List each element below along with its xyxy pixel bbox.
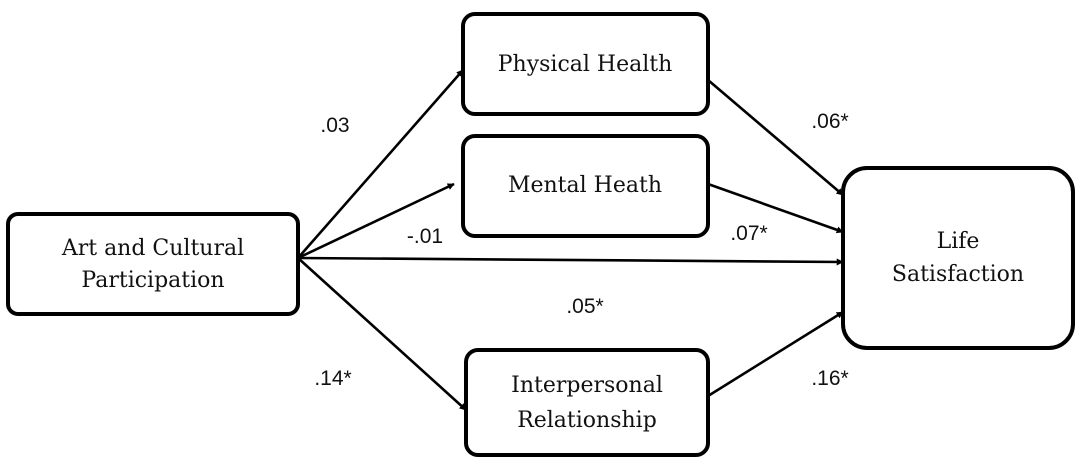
edge-label-interpersonal-life: .16* xyxy=(811,367,848,390)
node-mental-health: Mental Heath xyxy=(461,134,710,238)
node-interpersonal-line-2: Relationship xyxy=(517,408,657,433)
edge-art-to-mental xyxy=(297,182,455,260)
node-interpersonal-line-1: Interpersonal xyxy=(511,373,663,398)
node-life-line-2: Satisfaction xyxy=(892,262,1024,287)
edge-label-art-interpersonal: .14* xyxy=(314,367,351,390)
edge-mental-to-life xyxy=(707,182,844,234)
edge-label-art-physical: .03 xyxy=(320,114,349,137)
edge-physical-to-life xyxy=(707,79,844,196)
edge-label-art-mental: -.01 xyxy=(407,225,443,248)
edge-label-physical-life: .06* xyxy=(811,110,848,133)
edge-art-to-life xyxy=(297,256,844,266)
node-art-participation: Art and Cultural Participation xyxy=(6,212,300,316)
edge-art-to-interpersonal xyxy=(297,257,467,411)
node-physical-line-1: Physical Health xyxy=(498,52,673,77)
edges xyxy=(297,69,844,411)
node-interpersonal-relationship: Interpersonal Relationship xyxy=(464,348,710,457)
edge-interpersonal-to-life xyxy=(707,310,844,398)
edge-label-mental-life: .07* xyxy=(730,222,767,245)
edge-label-art-life: .05* xyxy=(566,295,603,318)
node-life-line-1: Life xyxy=(937,229,980,254)
node-art-line-1: Art and Cultural xyxy=(61,236,244,261)
node-mental-line-1: Mental Heath xyxy=(508,173,662,198)
node-physical-health: Physical Health xyxy=(461,12,710,116)
edge-art-to-physical xyxy=(297,69,464,259)
edge-labels: .03 -.01 .05* .14* .06* .07* .16* xyxy=(314,110,848,390)
node-life-satisfaction: Life Satisfaction xyxy=(841,166,1075,350)
node-art-line-2: Participation xyxy=(81,268,224,293)
